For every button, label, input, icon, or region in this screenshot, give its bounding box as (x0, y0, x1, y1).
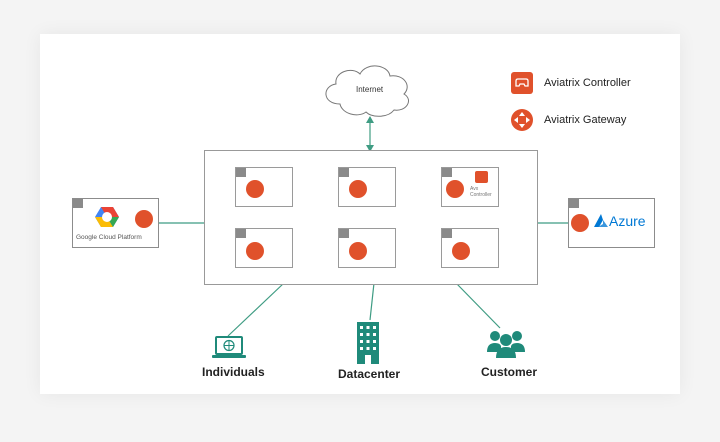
vpc-cloud-icon (442, 168, 452, 177)
azure-cloud: Azure (568, 198, 655, 248)
internet-label: Internet (356, 85, 384, 94)
vpc-cloud-icon (339, 168, 349, 177)
legend-controller-label: Aviatrix Controller (544, 77, 631, 89)
controller-vpc-label: Avx Controller (470, 186, 492, 198)
vpc-cloud-icon (569, 199, 579, 208)
legend-controller-icon (511, 72, 533, 94)
vpc-top-right: Avx Controller (441, 167, 499, 207)
vpc-top-left (235, 167, 293, 207)
gcp-label: Google Cloud Platform (76, 234, 142, 241)
individuals-label: Individuals (202, 365, 265, 379)
gcp-cloud: Google Cloud Platform (72, 198, 159, 248)
vpc-bottom-center (338, 228, 396, 268)
vpc-cloud-icon (236, 168, 246, 177)
datacenter-label: Datacenter (338, 367, 401, 381)
customer-group-icon (486, 328, 526, 360)
gateway-icon (571, 214, 589, 232)
gateway-icon (349, 180, 367, 198)
customer-link (455, 282, 501, 329)
gateway-icon (452, 242, 470, 260)
legend-gateway-label: Aviatrix Gateway (544, 114, 627, 126)
gateway-icon (246, 242, 264, 260)
azure-logo-icon (594, 214, 608, 228)
laptop-icon (212, 336, 246, 360)
gateway-icon (446, 180, 464, 198)
legend-gateway-icon (511, 109, 533, 131)
gateway-icon (349, 242, 367, 260)
azure-label: Azure (609, 213, 646, 229)
internet-arrow-down-icon (366, 145, 374, 152)
vpc-top-center (338, 167, 396, 207)
gateway-icon (135, 210, 153, 228)
building-icon (355, 320, 381, 364)
datacenter-link (369, 282, 375, 321)
vpc-cloud-icon (442, 229, 452, 238)
gateway-icon (246, 180, 264, 198)
internet-arrow-up-icon (366, 116, 374, 123)
vpc-bottom-left (235, 228, 293, 268)
vpc-cloud-icon (73, 199, 83, 208)
controller-icon (475, 171, 488, 183)
customer-label: Customer (481, 365, 538, 379)
vpc-cloud-icon (339, 229, 349, 238)
vpc-cloud-icon (236, 229, 246, 238)
individuals-link (227, 282, 285, 337)
vpc-bottom-right (441, 228, 499, 268)
gcp-logo-icon (95, 206, 119, 228)
